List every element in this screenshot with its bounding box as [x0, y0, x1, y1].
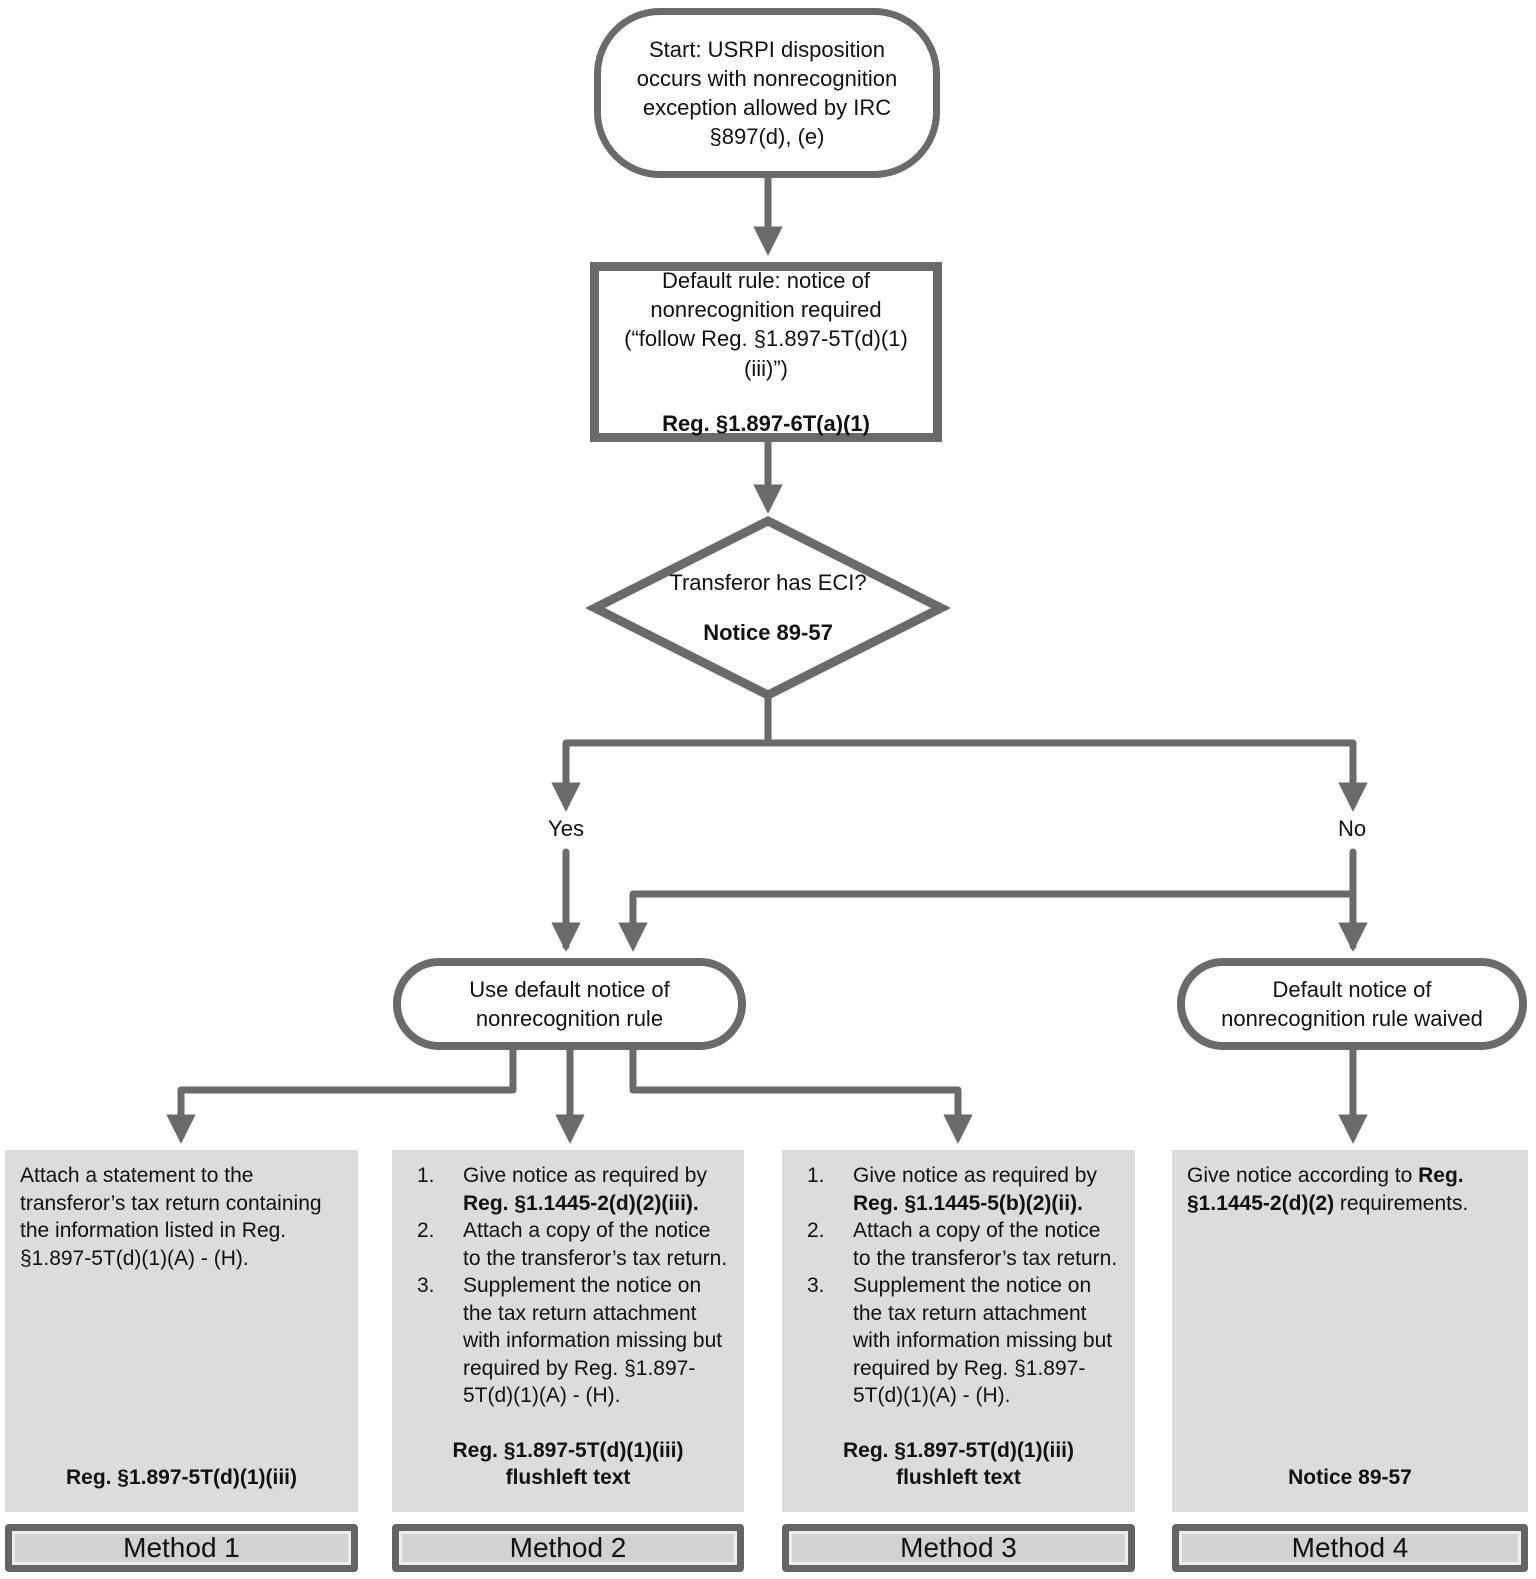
method-4-label: Method 4: [1172, 1524, 1528, 1572]
default-rule-text: Default rule: notice of nonrecognition r…: [624, 268, 908, 381]
edge-no-to-usedefault: [618, 890, 1353, 952]
waived-node: Default notice of nonrecognition rule wa…: [1177, 958, 1527, 1050]
method-3-box: 1. Give notice as required by Reg. §1.14…: [782, 1150, 1135, 1512]
step-text: Give notice as required by Reg. §1.1445-…: [853, 1164, 1097, 1215]
step-text: Attach a copy of the notice to the trans…: [853, 1219, 1118, 1270]
default-rule-citation: Reg. §1.897-6T(a)(1): [662, 410, 870, 436]
use-default-text: Use default notice of nonrecognition rul…: [469, 976, 670, 1031]
list-item: 1. Give notice as required by Reg. §1.14…: [407, 1162, 729, 1217]
list-item: 1. Give notice as required by Reg. §1.14…: [797, 1162, 1120, 1217]
method-1-body: Attach a statement to the transferor’s t…: [20, 1164, 322, 1270]
list-item: 3. Supplement the notice on the tax retu…: [797, 1272, 1120, 1410]
method-4-citation: Notice 89-57: [1288, 1466, 1412, 1490]
method-2-label: Method 2: [392, 1524, 744, 1572]
list-item: 2. Attach a copy of the notice to the tr…: [407, 1217, 729, 1272]
step-number: 3.: [807, 1274, 825, 1297]
step-text: Give notice as required by Reg. §1.1445-…: [463, 1164, 707, 1215]
edge-usedefault-to-method3: [629, 1048, 973, 1144]
method-2-box: 1. Give notice as required by Reg. §1.14…: [392, 1150, 744, 1512]
decision-question: Transferor has ECI?: [669, 570, 867, 595]
method-2-steps: 1. Give notice as required by Reg. §1.14…: [407, 1162, 729, 1410]
decision-citation: Notice 89-57: [703, 620, 833, 645]
step-text: Supplement the notice on the tax return …: [853, 1274, 1113, 1407]
edge-usedefault-to-method1: [166, 1048, 517, 1144]
default-rule-node: Default rule: notice of nonrecognition r…: [590, 262, 942, 442]
waived-text: Default notice of nonrecognition rule wa…: [1221, 976, 1483, 1031]
step-number: 1.: [807, 1164, 825, 1187]
decision-diamond-shape: [584, 515, 952, 701]
yes-edge-label: Yes: [548, 816, 584, 841]
method-4-body: Give notice according to Reg. §1.1445-2(…: [1187, 1164, 1469, 1215]
start-node: Start: USRPI disposition occurs with non…: [594, 8, 940, 178]
method-3-label: Method 3: [782, 1524, 1135, 1572]
method-1-box: Attach a statement to the transferor’s t…: [5, 1150, 358, 1512]
decision-node: Transferor has ECI? Notice 89-57: [595, 552, 941, 664]
method-3-steps: 1. Give notice as required by Reg. §1.14…: [797, 1162, 1120, 1410]
step-number: 2.: [417, 1219, 435, 1242]
method-1-citation: Reg. §1.897-5T(d)(1)(iii): [65, 1466, 298, 1490]
step-text: Supplement the notice on the tax return …: [463, 1274, 723, 1407]
step-number: 3.: [417, 1274, 435, 1297]
list-item: 3. Supplement the notice on the tax retu…: [407, 1272, 729, 1410]
use-default-node: Use default notice of nonrecognition rul…: [393, 958, 746, 1050]
method-3-citation: Reg. §1.897-5T(d)(1)(iii) flushleft text: [842, 1439, 1075, 1490]
start-node-text: Start: USRPI disposition occurs with non…: [636, 36, 898, 150]
no-edge-label: No: [1337, 816, 1367, 841]
step-number: 2.: [807, 1219, 825, 1242]
method-4-box: Give notice according to Reg. §1.1445-2(…: [1172, 1150, 1528, 1512]
edge-split-horizontal: [562, 739, 1357, 749]
step-text: Attach a copy of the notice to the trans…: [463, 1219, 728, 1270]
step-number: 1.: [417, 1164, 435, 1187]
method-1-label: Method 1: [5, 1524, 358, 1572]
method-2-citation: Reg. §1.897-5T(d)(1)(iii) flushleft text: [452, 1439, 684, 1490]
list-item: 2. Attach a copy of the notice to the tr…: [797, 1217, 1120, 1272]
